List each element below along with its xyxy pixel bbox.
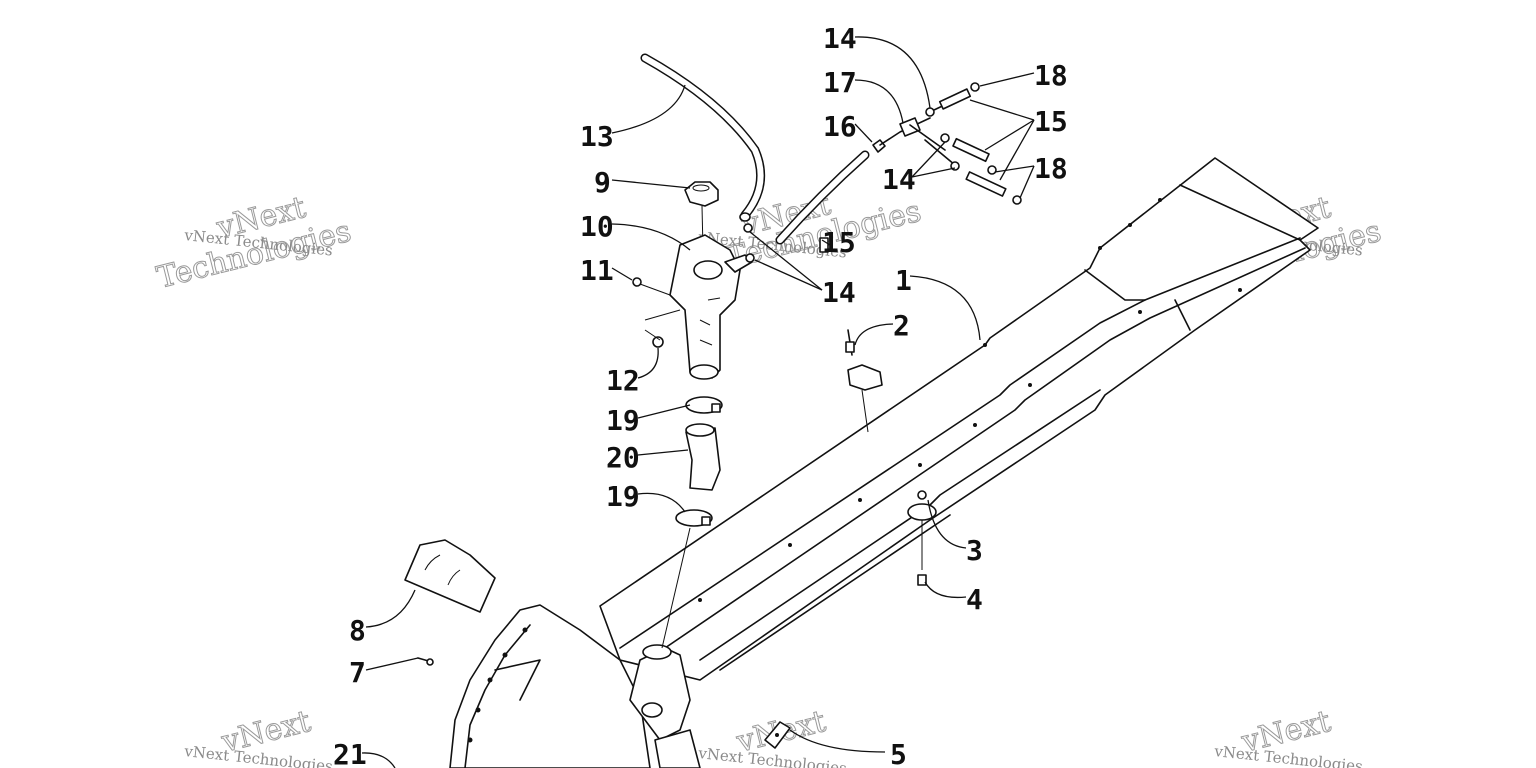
heat-shield [404,539,496,613]
probe [845,329,883,433]
callout-7: 7 [349,656,366,689]
callout-18: 18 [1034,59,1068,92]
hose-clamp-upper [685,396,723,414]
callout-11: 11 [580,254,614,287]
callout-1: 1 [895,264,912,297]
screw-11 [632,277,671,296]
watermark-bottom-left: vNext vNext Technologies [183,704,334,768]
coolant-neck [629,644,701,768]
callout-2: 2 [893,309,910,342]
callout-9: 9 [594,166,611,199]
radiator-cap [684,181,719,251]
callout-4: 4 [966,583,983,616]
callout-15: 15 [1034,105,1068,138]
callout-13: 13 [580,120,614,153]
vent-hose-assembly [743,82,1022,263]
callout-16: 16 [823,110,857,143]
callout-15: 15 [822,226,856,259]
tunnel-panel [599,157,1319,681]
callout-14: 14 [823,22,857,55]
rivet [417,657,434,666]
leader-lines [361,36,1035,768]
bracket [764,721,791,749]
callout-3: 3 [966,534,983,567]
callout-5: 5 [890,738,907,768]
callout-12: 12 [606,364,640,397]
callout-8: 8 [349,614,366,647]
callout-20: 20 [606,441,640,474]
coolant-hose [685,423,721,491]
hose-clamp-lower [661,509,713,649]
callout-21: 21 [333,738,367,768]
callout-17: 17 [823,66,857,99]
callout-14: 14 [822,276,856,309]
callout-19: 19 [606,404,640,437]
callout-10: 10 [580,210,614,243]
callout-labels: 1 2 3 4 5 7 8 9 10 11 12 13 14 14 14 15 … [333,22,1068,768]
callout-18: 18 [1034,152,1068,185]
front-bulkhead [449,604,651,768]
screw-12 [644,309,681,348]
callout-19: 19 [606,480,640,513]
watermark-bottom-right: vNext vNext Technologies [1213,704,1364,768]
filler-neck [669,234,753,380]
callout-14: 14 [882,163,916,196]
watermark-top-left: Technologies vNext vNext Technologies [153,190,355,297]
overflow-hose [640,53,766,222]
